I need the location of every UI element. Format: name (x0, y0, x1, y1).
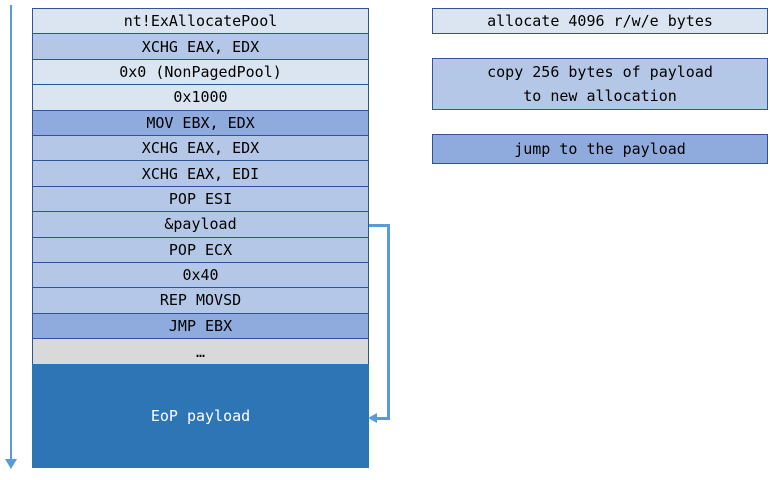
annotation-jump: jump to the payload (432, 134, 768, 164)
annotation-allocate: allocate 4096 r/w/e bytes (432, 8, 768, 34)
annotation-copy-text-line1: copy 256 bytes of payload (487, 63, 713, 81)
row-xchg-eax-edx-2: XCHG EAX, EDX (33, 135, 368, 162)
row-nonpagedpool-arg: 0x0 (NonPagedPool) (33, 59, 368, 86)
eop-payload-box: EoP payload (32, 364, 369, 468)
row-size-arg: 0x1000 (33, 85, 368, 111)
row-nt-exallocatepool: nt!ExAllocatePool (33, 9, 368, 35)
payload-connector-bottom-segment (376, 417, 390, 420)
row-payload-address: &payload (33, 212, 368, 238)
stack-growth-arrow-line (10, 5, 12, 460)
row-pop-ecx: POP ECX (33, 237, 368, 263)
payload-connector-vertical-segment (387, 224, 390, 420)
annotation-allocate-text: allocate 4096 r/w/e bytes (487, 12, 713, 30)
rop-stack: nt!ExAllocatePool XCHG EAX, EDX 0x0 (Non… (32, 8, 369, 365)
row-xchg-eax-edx-1: XCHG EAX, EDX (33, 34, 368, 60)
row-jmp-ebx: JMP EBX (33, 313, 368, 340)
row-count-arg: 0x40 (33, 262, 368, 289)
row-pop-esi: POP ESI (33, 186, 368, 213)
row-xchg-eax-edi: XCHG EAX, EDI (33, 161, 368, 187)
annotation-jump-text: jump to the payload (514, 140, 686, 158)
annotation-copy-text-line2: to new allocation (523, 87, 677, 105)
row-rep-movsd: REP MOVSD (33, 288, 368, 314)
annotation-copy: copy 256 bytes of payload to new allocat… (432, 58, 768, 110)
row-mov-ebx-edx: MOV EBX, EDX (33, 110, 368, 136)
payload-connector-top-segment (369, 224, 389, 227)
down-arrowhead-icon (5, 459, 17, 469)
row-ellipsis: … (33, 339, 368, 365)
left-arrowhead-icon (368, 413, 377, 423)
